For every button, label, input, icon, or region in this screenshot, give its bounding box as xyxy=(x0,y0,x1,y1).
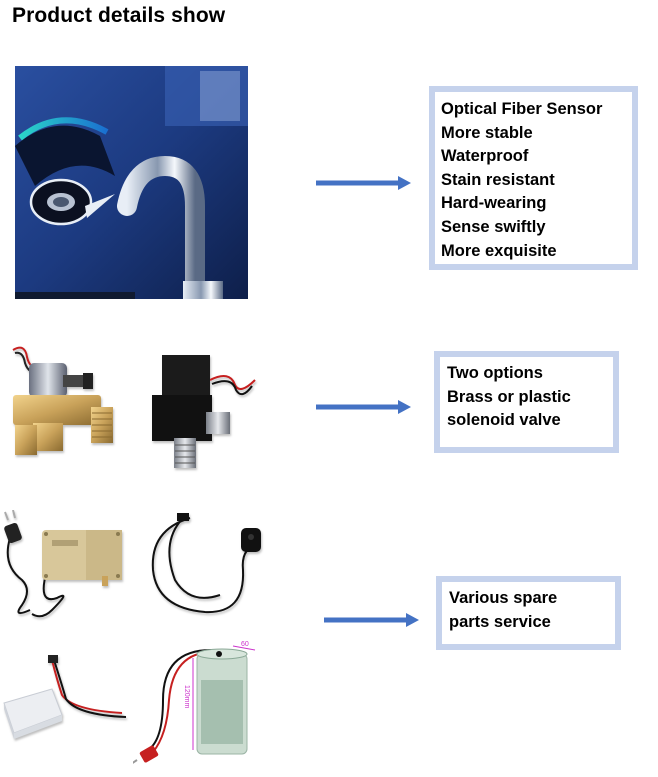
control-box-with-plug-photo xyxy=(4,510,122,618)
feature-item: Sense swiftly xyxy=(441,217,546,236)
feature-item: More exquisite xyxy=(441,241,557,260)
feature-item: Waterproof xyxy=(441,147,529,166)
spare-parts-box: Various spare parts service xyxy=(436,576,621,650)
sensor-cable-photo xyxy=(151,513,261,614)
arrow-1 xyxy=(316,176,411,190)
arrow-3 xyxy=(324,613,419,627)
spare-parts-line: parts service xyxy=(449,612,551,631)
feature-item: Hard-wearing xyxy=(441,194,547,213)
battery-box-photo: 60 120mm xyxy=(133,641,256,764)
feature-item: More stable xyxy=(441,123,533,142)
page-title: Product details show xyxy=(12,4,226,27)
plastic-solenoid-valve-photo xyxy=(152,355,256,468)
white-control-box-photo xyxy=(3,655,127,739)
features-box: Optical Fiber Sensor More stable Waterpr… xyxy=(429,86,638,270)
valve-option-line: Two options xyxy=(447,364,543,382)
arrow-2 xyxy=(316,400,411,414)
valve-option-line: solenoid valve xyxy=(447,411,561,430)
valve-options-box: Two options Brass or plastic solenoid va… xyxy=(434,351,619,453)
spare-parts-line: Various spare xyxy=(449,589,558,607)
feature-item: Stain resistant xyxy=(441,170,555,189)
width-dimension-label: 60 xyxy=(241,641,249,648)
brass-solenoid-valve-photo xyxy=(12,346,113,455)
sensor-faucet-photo xyxy=(15,66,248,299)
feature-item: Optical Fiber Sensor xyxy=(441,100,603,118)
height-dimension-label: 120mm xyxy=(183,685,190,709)
valve-option-line: Brass or plastic xyxy=(447,387,571,406)
